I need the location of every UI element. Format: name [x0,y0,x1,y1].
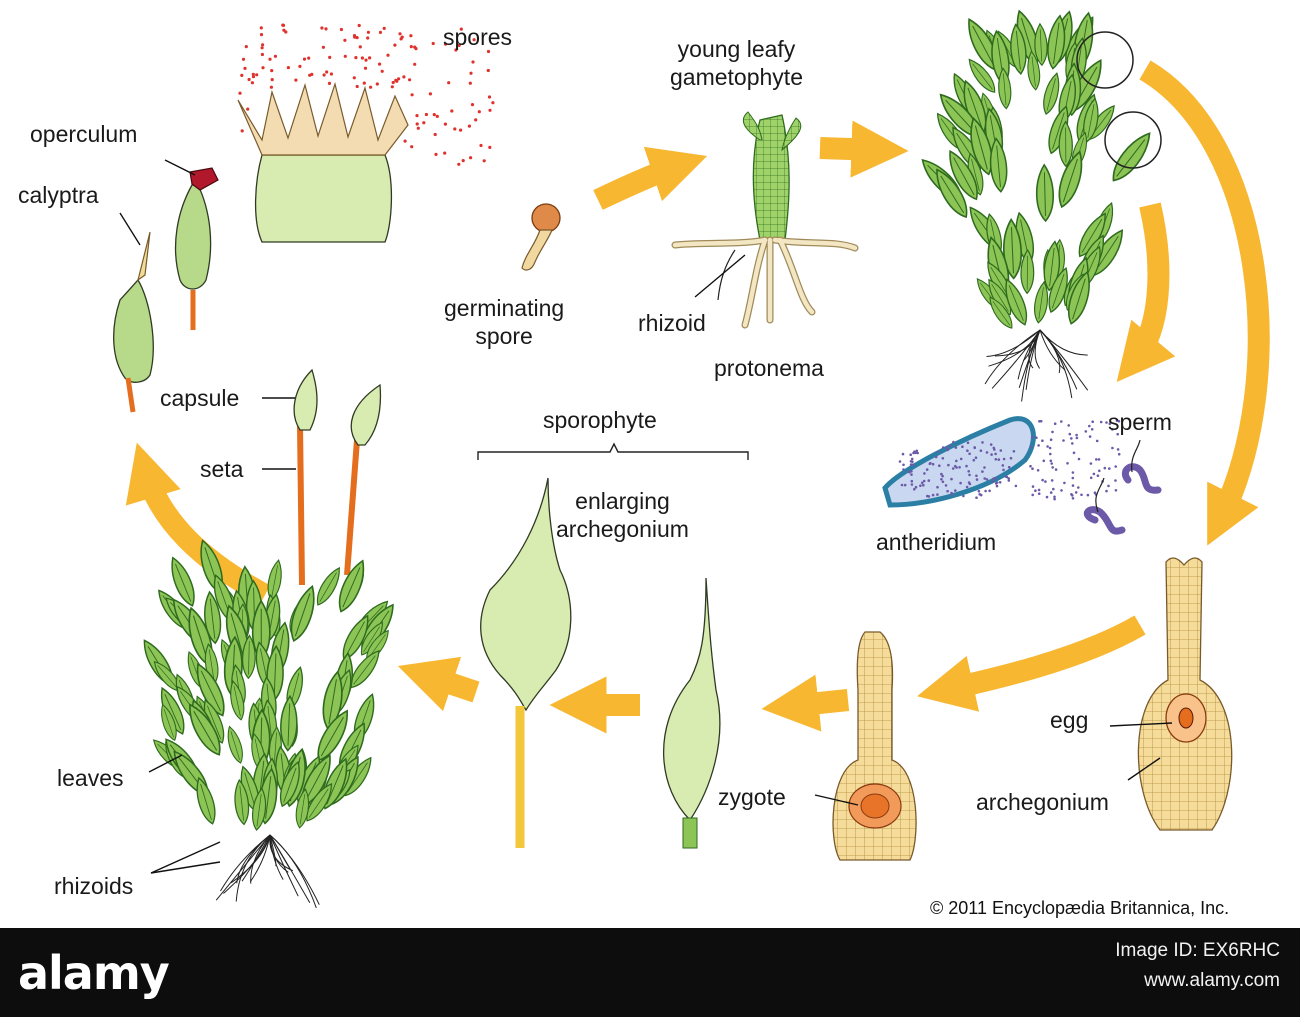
archegonium-label: archegonium [976,789,1109,815]
leaves-label: leaves [57,765,124,791]
enlarging-archegonium-label: enlarging archegonium [556,488,689,542]
antheridium-label: antheridium [876,529,997,555]
moss-life-cycle-diagram: spores young leafy gametophyte operculum… [18,7,1270,918]
rhizoids-label: rhizoids [54,873,134,899]
zygote-label: zygote [718,784,786,810]
mature-gametophyte-top [915,7,1158,402]
antheridium-illustration [882,416,1121,508]
arrow-spore-to-gametophyte [593,146,708,210]
diagram-artwork [113,7,1270,909]
site-url-text: www.alamy.com [1144,970,1280,991]
seta-label: seta [200,456,244,482]
cycle-arrows [125,60,1270,734]
operculum-label: operculum [30,121,138,147]
sporophyte-capsules [293,368,382,446]
sporophyte-setae [297,424,360,586]
brand-logo: alamy [18,946,170,1000]
archegonium-with-egg [1137,557,1233,831]
arrow-big-right [1139,60,1270,546]
capsule-label: capsule [160,385,240,411]
image-id-text: Image ID: EX6RHC [1115,940,1280,961]
archegonium-with-zygote [832,631,917,861]
arrow-fertilized-to-enlarging [761,674,850,732]
sporophyte-label: sporophyte [543,407,657,433]
leader-lines [119,159,1173,874]
rhizoid-label: rhizoid [638,310,706,336]
young-gametophyte-illustration [671,111,859,329]
open-capsule-illustration [237,23,495,243]
sporophyte-bracket [477,442,749,460]
arrow-sporophyte-small [397,656,480,712]
sperm-cells [1083,463,1162,535]
enlarging-archegonium-small [662,577,721,849]
copyright-notice: © 2011 Encyclopædia Britannica, Inc. [930,898,1230,918]
calyptra-label: calyptra [18,182,99,208]
capsule-with-calyptra [113,231,154,413]
capsule-with-operculum [174,167,219,330]
mature-moss-left [137,537,401,909]
watermark-footer-bar: alamy Image ID: EX6RHC www.alamy.com [0,928,1300,1017]
arrow-gametophyte-to-mature [819,120,909,178]
spores-cloud [238,23,495,166]
germinating-spore-illustration [521,203,561,271]
spores-label: spores [443,24,513,50]
enlarging-archegonium-large [480,477,572,848]
germinating-spore-label: germinating spore [444,295,565,349]
arrow-mature-to-sperm [1116,202,1176,382]
egg-label: egg [1050,707,1089,733]
arrow-archegonium-to-fertilized [917,615,1146,712]
sperm-label: sperm [1108,409,1172,435]
protonema-label: protonema [714,355,824,381]
young-leafy-gametophyte-label: young leafy gametophyte [670,36,803,90]
